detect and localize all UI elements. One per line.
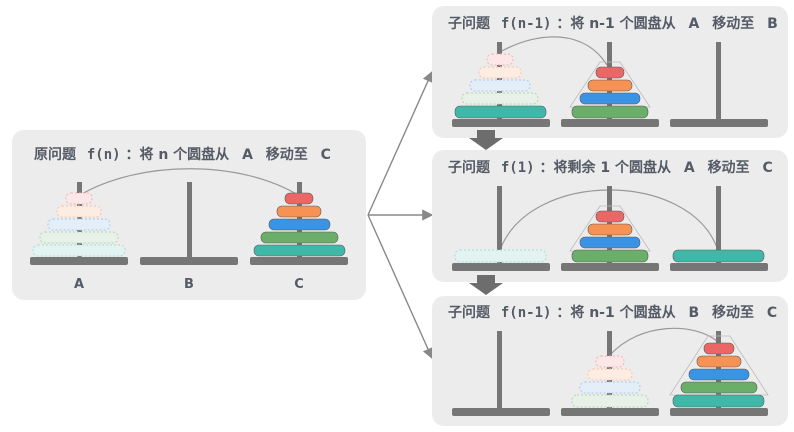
step1-title: 子问题 f(n-1) ：将 n-1 个圆盘从 A 移动至 B — [448, 15, 778, 32]
main-title-rest: ：将 n 个圆盘从 — [125, 146, 229, 163]
step2-peg-c-pole — [716, 186, 721, 265]
step1-disk-teal-a — [454, 105, 547, 119]
disk-red — [284, 192, 314, 205]
main-ghost-disks-a — [32, 192, 126, 257]
step2-panel: 子问题 f(1) ：将剩余 1 个圆盘从 A 移动至 C — [432, 150, 788, 282]
main-title-from: A — [242, 147, 253, 163]
step3-title-from: B — [688, 305, 699, 321]
step2-peg-a-pole — [497, 186, 502, 265]
step3-peg-a-base — [452, 408, 550, 416]
step1-ghost-disks-a — [461, 53, 539, 105]
step3-panel: 子问题 f(n-1) ：将 n-1 个圆盘从 B 移动至 C — [432, 296, 788, 426]
step1-peg-b-base — [561, 119, 659, 127]
peg-label-b: B — [184, 277, 194, 292]
step2-title: 子问题 f(1) ：将剩余 1 个圆盘从 A 移动至 C — [448, 159, 773, 176]
step1-title-rest: ：将 n-1 个圆盘从 — [556, 15, 675, 32]
disk-teal — [253, 244, 346, 257]
step3-title: 子问题 f(n-1) ：将 n-1 个圆盘从 B 移动至 C — [448, 304, 777, 321]
step3-title-to: C — [767, 305, 777, 321]
step3-peg-c-base — [670, 408, 768, 416]
step1-panel: 子问题 f(n-1) ：将 n-1 个圆盘从 A 移动至 B — [432, 6, 788, 138]
step2-ghost-disk-a — [454, 249, 547, 263]
step3-pyramid-outline — [669, 335, 769, 396]
step2-title-prefix: 子问题 — [448, 159, 491, 176]
main-title-func: f(n) — [87, 147, 121, 163]
step3-title-rest: ：将 n-1 个圆盘从 — [556, 304, 675, 321]
step2-peg-c-base — [670, 263, 768, 271]
disk-orange — [276, 205, 322, 218]
main-disks-c — [253, 192, 346, 257]
step1-peg-a-base — [452, 119, 550, 127]
step2-title-to: C — [762, 160, 772, 176]
fan-out-arrows — [367, 70, 434, 360]
step2-disks-b — [571, 210, 649, 263]
main-problem-title: 原问题 f(n) ：将 n 个圆盘从 A 移动至 C — [34, 146, 331, 163]
down-arrow-1 — [469, 130, 503, 150]
peg-label-c: C — [294, 277, 304, 292]
step2-disk-teal-c — [672, 249, 765, 263]
step1-title-to: B — [767, 16, 778, 32]
main-peg-b-base — [140, 257, 238, 265]
step2-title-mid: 移动至 — [708, 159, 750, 176]
step3-peg-b-base — [561, 408, 659, 416]
step1-title-func: f(n-1) — [501, 16, 552, 32]
disk-green — [260, 231, 339, 244]
step1-title-from: A — [688, 16, 699, 32]
step2-title-from: A — [684, 160, 695, 176]
arrow-to-step1 — [367, 70, 434, 216]
main-problem-panel: 原问题 f(n) ：将 n 个圆盘从 A 移动至 C — [12, 130, 366, 300]
step2-title-rest: ：将剩余 1 个圆盘从 — [539, 159, 671, 176]
step3-ghost-disks-b — [571, 355, 649, 408]
step3-peg-a-pole — [497, 331, 502, 410]
step1-peg-c-pole — [716, 42, 721, 121]
disk-blue — [268, 218, 331, 231]
step2-peg-b-base — [561, 263, 659, 271]
step3-disks-c — [672, 342, 765, 408]
main-title-to: C — [321, 147, 331, 163]
step1-title-mid: 移动至 — [712, 15, 754, 32]
step1-pyramid-outline — [569, 61, 651, 108]
main-peg-a-base — [30, 257, 128, 265]
main-title-prefix: 原问题 — [34, 146, 77, 163]
peg-label-a: A — [74, 277, 84, 292]
main-title-mid: 移动至 — [266, 146, 308, 163]
step1-title-prefix: 子问题 — [448, 15, 491, 32]
step1-move-arc — [499, 36, 608, 66]
main-move-arc — [79, 168, 299, 196]
step2-pyramid-outline — [569, 205, 651, 252]
step3-title-func: f(n-1) — [501, 305, 552, 321]
main-peg-b-pole — [187, 182, 192, 259]
step2-peg-a-base — [452, 263, 550, 271]
step1-peg-c-base — [670, 119, 768, 127]
arrow-to-step3 — [367, 214, 434, 360]
step2-title-func: f(1) — [501, 160, 535, 176]
step1-disks-b — [571, 66, 649, 119]
step3-title-mid: 移动至 — [712, 304, 754, 321]
step3-title-prefix: 子问题 — [448, 304, 491, 321]
main-peg-c-base — [250, 257, 348, 265]
down-arrow-2 — [469, 275, 503, 295]
